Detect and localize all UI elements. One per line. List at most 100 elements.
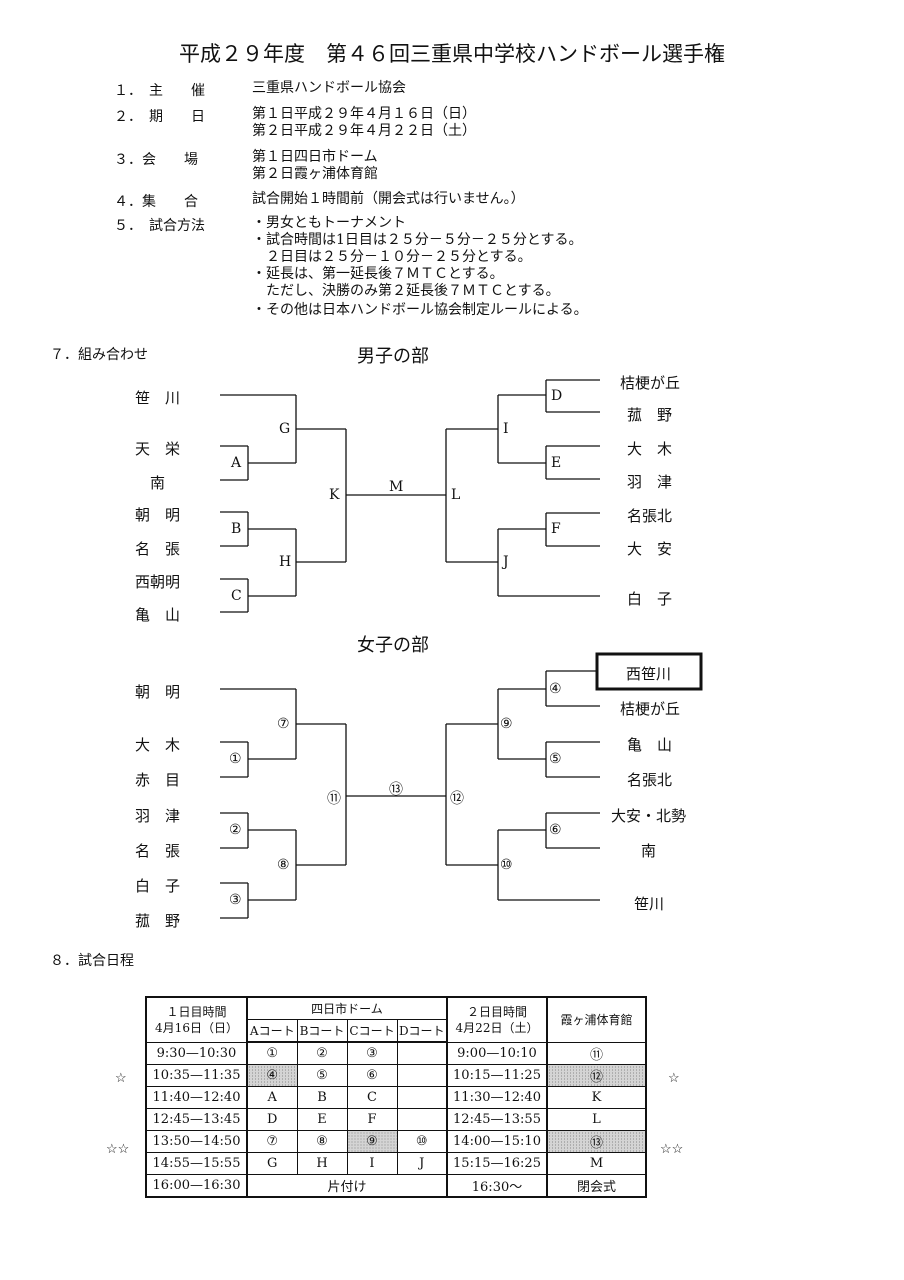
highlight-box [595,652,703,691]
schedule-row: 13:50—14:50 ⑦ ⑧ ⑨ ⑩ 14:00—15:10 ⑬ [145,1130,647,1153]
girls-node: ① [229,751,242,767]
court-a-match: D [246,1108,298,1131]
venue2-match: K [546,1086,647,1109]
boys-node: G [279,421,291,437]
girls-left-team: 菰 野 [135,912,181,930]
girls-left-team: 名 張 [135,842,181,860]
boys-right-team: 大 木 [627,440,673,458]
boys-right-team: 白 子 [627,590,673,608]
schedule-row: 14:55—15:55 G H I J 15:15—16:25 M [145,1152,647,1175]
day2-time: 11:30—12:40 [446,1086,548,1109]
star-mark: ☆ [115,1071,127,1086]
court-b-match: ② [296,1041,348,1065]
court-d-match: ⑩ [396,1130,448,1153]
star-mark: ☆ [668,1071,680,1086]
section-bracket-heading: ７．組み合わせ [50,347,148,363]
info-method-4: ・延長は、第一延長後７ＭＴＣとする。 [252,266,504,282]
girls-node: ⑨ [500,716,513,732]
venue2-match: ⑪ [546,1041,647,1065]
boys-right-team: 桔梗が丘 [620,374,681,392]
girls-right-team: 桔梗が丘 [620,700,681,718]
court-b-match: B [296,1086,348,1109]
boys-heading: 男子の部 [357,346,429,367]
court-a-match: ① [246,1041,298,1065]
info-venue-1: 第１日四日市ドーム [252,149,378,165]
boys-left-team: 西朝明 [135,573,181,591]
girls-left-team: 赤 目 [135,771,181,789]
boys-node: I [503,421,509,437]
court-c-match: ③ [346,1041,398,1065]
info-label-organizer: １． 主 催 [114,83,205,99]
info-method-3: ２日目は２５分－１０分－２５分とする。 [252,249,532,265]
court-d-match [396,1086,448,1109]
court-d-match [396,1108,448,1131]
girls-right-team: 大安・北勢 [611,807,687,825]
schedule-row-closing: 16:00—16:30 片付け 16:30～ 閉会式 [145,1174,647,1198]
court-d-match [396,1064,448,1087]
girls-left-team: 羽 津 [135,807,181,825]
info-organizer: 三重県ハンドボール協会 [252,80,406,96]
boys-left-team: 笹 川 [135,389,181,407]
day1-date-label: 4月16日（日） [155,1020,238,1035]
boys-left-team: 天 栄 [135,440,181,458]
day2-time-label: ２日目時間 [466,1004,527,1019]
girls-node: ⑥ [549,822,562,838]
girls-right-team: 笹川 [634,895,665,913]
court-a-match: ⑦ [246,1130,298,1153]
day2-time: 10:15—11:25 [446,1064,548,1087]
girls-right-team: 南 [641,842,657,860]
info-date-2: 第２日平成２９年４月２２日（土） [252,123,476,139]
court-c-header: Cコート [346,1019,398,1043]
boys-node: F [551,521,561,537]
venue2-match: ⑫ [546,1064,647,1087]
girls-node: ⑪ [327,791,341,807]
day1-time: 16:00—16:30 [145,1174,248,1198]
boys-right-team: 大 安 [627,540,673,558]
court-c-match: C [346,1086,398,1109]
boys-node: M [389,479,404,495]
bracket-lines [220,379,703,919]
star-mark: ☆☆ [106,1142,130,1157]
cleanup-cell: 片付け [246,1174,448,1198]
court-d-match: J [396,1152,448,1175]
boys-left-team: 亀 山 [135,606,181,624]
day2-time: 14:00—15:10 [446,1130,548,1153]
info-label-assembly: ４．集 合 [114,194,198,210]
girls-right-team: 名張北 [627,771,673,789]
boys-node: A [231,455,242,471]
court-b-match: E [296,1108,348,1131]
boys-right-team: 名張北 [627,507,673,525]
page-title: 平成２９年度 第４６回三重県中学校ハンドボール選手権 [179,42,725,66]
info-date-1: 第１日平成２９年４月１６日（日） [252,106,476,122]
court-d-match [396,1041,448,1065]
court-b-match: ⑧ [296,1130,348,1153]
girls-node: ⑤ [549,751,562,767]
info-method-6: ・その他は日本ハンドボール協会制定ルールによる。 [252,302,588,318]
day1-time: 14:55—15:55 [145,1152,248,1175]
court-c-match: F [346,1108,398,1131]
court-a-header: Aコート [246,1019,298,1043]
section-schedule-heading: ８．試合日程 [50,953,134,969]
girls-right-team: 亀 山 [627,736,673,754]
girls-right-team: 西笹川 [626,665,672,683]
info-method-1: ・男女ともトーナメント [252,215,406,231]
court-a-match: G [246,1152,298,1175]
girls-node: ④ [549,681,562,697]
day1-time: 13:50—14:50 [145,1130,248,1153]
girls-left-team: 大 木 [135,736,181,754]
info-venue-2: 第２日霞ヶ浦体育館 [252,166,378,182]
boys-node: C [231,588,242,604]
boys-node: K [329,487,340,503]
girls-node: ⑧ [277,857,290,873]
boys-right-team: 菰 野 [627,406,673,424]
day2-date-label: 4月22日（土） [455,1020,539,1035]
girls-left-team: 朝 明 [135,683,181,701]
boys-node: D [551,388,563,404]
day1-time: 9:30—10:30 [145,1041,248,1065]
info-label-method: ５． 試合方法 [114,218,205,234]
court-c-match: I [346,1152,398,1175]
info-method-2: ・試合時間は1日目は２５分－５分－２５分とする。 [252,232,583,248]
day1-header: １日目時間 4月16日（日） [145,996,248,1043]
girls-node: ⑬ [389,782,403,798]
day1-time: 12:45—13:45 [145,1108,248,1131]
